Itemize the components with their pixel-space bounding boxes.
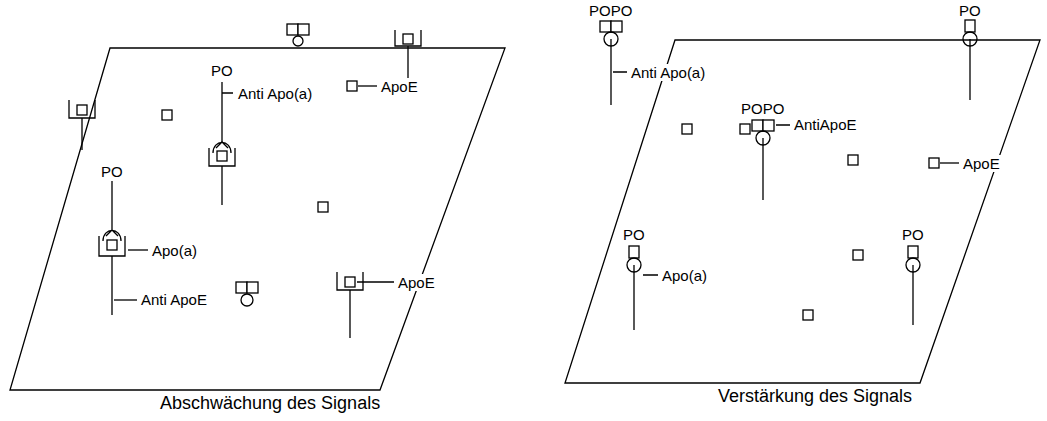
caption: Verstärkung des Signals <box>717 386 913 407</box>
detection-complex <box>107 240 117 250</box>
surface-plate <box>565 40 1040 383</box>
antigen-leader <box>347 81 357 91</box>
detection-complex <box>906 246 920 325</box>
free-conjugate <box>247 282 258 293</box>
detection-complex <box>763 120 774 131</box>
capture-antibody <box>345 277 355 287</box>
detection-complex <box>969 39 970 100</box>
free-conjugate <box>236 282 247 293</box>
antigen-leader <box>929 158 959 168</box>
detection-complex <box>217 151 227 161</box>
detection-complex <box>222 82 233 143</box>
enzyme-label: PO <box>622 226 646 243</box>
detection-complex <box>114 299 137 300</box>
free-antigen <box>162 110 172 120</box>
capture-antibody <box>357 281 394 282</box>
capture-antibody <box>77 105 87 115</box>
free-antigen <box>162 110 328 212</box>
antigen-label: ApoE <box>397 274 436 291</box>
detection-complex <box>611 21 622 32</box>
capture-antibody <box>69 100 95 150</box>
detection-complex <box>128 249 148 250</box>
detection-complex <box>756 131 770 145</box>
free-conjugate <box>298 24 309 35</box>
antibody-label: Anti Apo(a) <box>237 85 313 102</box>
detection-complex <box>908 246 918 258</box>
free-antigen <box>853 250 863 260</box>
detection-complex <box>963 20 977 100</box>
free-antigen <box>803 310 813 320</box>
free-antigen <box>740 124 750 134</box>
detection-complex <box>752 120 790 200</box>
antibody-label: Anti ApoE <box>140 291 208 308</box>
free-conjugate <box>236 24 309 306</box>
enzyme-label: PO <box>958 2 982 19</box>
antigen-leader <box>940 162 959 163</box>
detection-complex <box>600 21 627 105</box>
detection-complex <box>627 246 658 330</box>
detection-complex <box>965 20 975 32</box>
antigen-leader <box>358 85 377 86</box>
detection-complex <box>906 258 920 272</box>
antigen-leader <box>929 158 939 168</box>
detection-complex <box>99 236 125 315</box>
free-antigen <box>848 155 858 165</box>
antigen-label: Apo(a) <box>151 242 198 259</box>
antigen-label: Apo(a) <box>661 267 708 284</box>
free-conjugate <box>241 294 253 306</box>
detection-complex <box>912 265 913 325</box>
free-conjugate <box>293 36 303 46</box>
caption: Abschwächung des Signals <box>159 393 381 414</box>
enzyme-label: PO <box>100 163 124 180</box>
detection-complex <box>963 32 977 46</box>
detection-complex <box>611 39 627 105</box>
free-antigen <box>682 124 863 320</box>
detection-complex <box>103 181 121 241</box>
detection-complex <box>600 21 611 32</box>
detection-complex <box>634 265 658 330</box>
antibody-label: AntiApoE <box>793 116 858 133</box>
enzyme-label: PO <box>210 62 234 79</box>
detection-complex <box>627 258 641 272</box>
detection-complex <box>629 246 639 258</box>
antibody-label: Anti Apo(a) <box>630 64 706 81</box>
capture-antibody <box>403 34 413 44</box>
surface-plate <box>10 48 505 390</box>
free-antigen <box>318 202 328 212</box>
detection-complex <box>209 82 235 205</box>
antigen-leader <box>347 81 377 91</box>
detection-complex <box>763 125 790 200</box>
detection-complex <box>209 148 235 205</box>
enzyme-label: PO <box>901 226 925 243</box>
free-conjugate <box>287 24 298 35</box>
surface-plate <box>10 40 1040 390</box>
enzyme-label: POPO <box>588 2 633 19</box>
antigen-label: ApoE <box>962 155 1001 172</box>
free-antigen <box>682 124 692 134</box>
capture-antibody <box>69 100 95 150</box>
capture-antibody <box>337 272 394 338</box>
enzyme-label: POPO <box>740 100 785 117</box>
detection-complex <box>604 32 618 46</box>
antigen-label: ApoE <box>380 78 419 95</box>
detection-complex <box>752 120 763 131</box>
